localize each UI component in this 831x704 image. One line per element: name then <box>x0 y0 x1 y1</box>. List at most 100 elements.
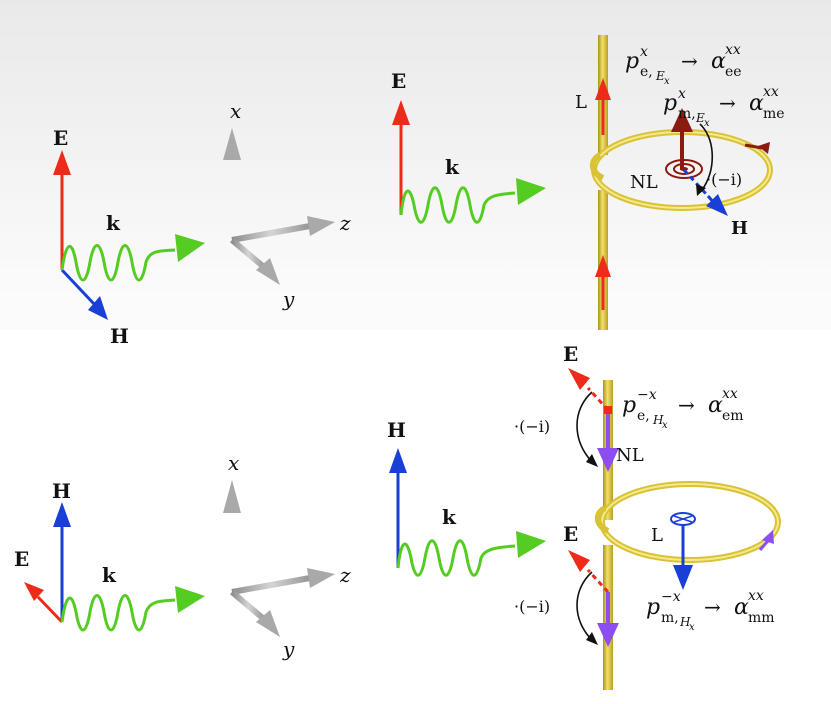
incident-k-label: k <box>442 505 457 529</box>
lower-e-head <box>568 550 590 572</box>
alpha: α <box>708 393 723 418</box>
loop-current-cross-b <box>673 515 693 523</box>
e-label: E <box>14 547 29 571</box>
ring-current-stem <box>744 143 763 150</box>
lower-e-dashed <box>586 568 610 594</box>
alpha: α <box>734 595 749 620</box>
h-label: H <box>52 479 71 503</box>
incident-k-wave <box>399 186 516 224</box>
moment-subsubsub: x <box>662 420 668 431</box>
lower-moment-head <box>597 623 619 647</box>
h-field-head <box>706 194 728 216</box>
h-label: H <box>731 218 748 239</box>
moment-subsub: E <box>655 69 665 83</box>
h-field-dashed <box>682 168 710 198</box>
incident-k-label: k <box>445 155 460 179</box>
ring-current-marker <box>762 530 774 544</box>
moment-sup: x <box>640 44 648 60</box>
z-axis-label: z <box>339 563 351 587</box>
y-axis <box>230 589 267 623</box>
alpha-sup: xx <box>725 42 741 58</box>
x-axis-head <box>223 480 241 513</box>
ring-current-stem <box>758 536 773 551</box>
e-field-arrowhead <box>24 582 44 601</box>
moment-p: p <box>622 393 636 418</box>
top-incident-field: E k <box>391 69 546 224</box>
upper-phase-arc <box>576 391 593 463</box>
y-axis-head <box>256 610 280 637</box>
moment-subsub: H <box>679 615 691 629</box>
bottom-left-triad: H E k <box>14 479 205 632</box>
z-axis <box>231 575 311 595</box>
x-axis-head <box>223 128 241 160</box>
moment-subsubsub: x <box>704 118 710 129</box>
incident-e-arrowhead <box>392 100 410 125</box>
bottom-incident-field: H k <box>387 418 546 577</box>
k-arrowhead <box>175 586 205 613</box>
upper-phase: ·(−i) <box>514 417 550 436</box>
alpha-sub: me <box>763 106 785 122</box>
incident-k-arrowhead <box>516 531 546 558</box>
z-axis-head <box>307 568 335 588</box>
alpha-sub: ee <box>725 64 742 80</box>
alpha-sup: xx <box>763 84 779 100</box>
k-arrowhead <box>175 234 205 262</box>
moment-arrow: → <box>719 91 736 115</box>
top-particle: L NL H ·(−i) p x e, E x → α xx ee p x <box>575 35 785 330</box>
h-field-arrow <box>60 268 97 307</box>
k-label: k <box>106 211 121 235</box>
top-left-triad: E H k <box>53 126 205 348</box>
z-axis <box>231 223 311 243</box>
moment-p: p <box>625 49 639 74</box>
y-axis-label: y <box>282 287 295 311</box>
z-axis-head <box>307 216 335 236</box>
loop-nl-label: NL <box>630 172 658 193</box>
lower-phase-arc <box>576 571 593 641</box>
moment-sub: m, <box>678 106 696 122</box>
wire-current-head-bottom <box>595 255 611 277</box>
top-magnetic-moment-equation: p x m, E x → α xx me <box>663 84 785 129</box>
k-wave <box>60 244 176 282</box>
alpha-sub: mm <box>748 610 775 626</box>
ring-highlight <box>601 483 779 561</box>
moment-swirl-outer <box>665 159 703 179</box>
moment-swirl-inner <box>673 163 695 175</box>
moment-sup: x <box>678 86 686 102</box>
moment-sub: e, <box>640 64 653 80</box>
ring-gap-bend <box>589 152 605 181</box>
incident-h-label: H <box>387 418 406 442</box>
moment-sub: m, <box>661 610 679 626</box>
moment-arrow: → <box>681 49 698 73</box>
upper-e-label: E <box>563 342 578 366</box>
moment-subsub: E <box>695 111 705 125</box>
moment-sup: −x <box>637 387 657 403</box>
top-electric-moment-equation: p x e, E x → α xx ee <box>625 42 742 87</box>
incident-e-label: E <box>391 69 406 93</box>
e-field-arrow <box>36 595 64 624</box>
y-axis-label: y <box>282 637 295 661</box>
bottom-particle: E ·(−i) NL E ·(−i) L p −x e, H x → <box>514 342 781 690</box>
bottom-magnetic-moment-equation: p −x m, H x → α xx mm <box>646 588 775 633</box>
incident-h-arrowhead <box>389 448 407 473</box>
e-label: E <box>53 126 68 150</box>
top-axes: x z y <box>223 99 351 311</box>
moment-p: p <box>663 91 677 116</box>
k-label: k <box>102 563 117 587</box>
alpha-sub: em <box>722 408 744 424</box>
x-axis-label: x <box>228 451 239 475</box>
upper-phase-head <box>586 454 598 467</box>
nl-label: NL <box>616 445 644 466</box>
upper-e-head <box>568 368 590 390</box>
h-field-arrowhead <box>53 502 71 527</box>
bottom-electric-moment-equation: p −x e, H x → α xx em <box>622 386 744 431</box>
e-field-arrowhead <box>53 150 71 175</box>
moment-subsubsub: x <box>664 76 670 87</box>
moment-arrow: → <box>704 595 721 619</box>
k-wave <box>60 594 176 632</box>
mm-moment-head <box>673 565 693 590</box>
phase-arc <box>699 123 713 191</box>
h-field-arrowhead <box>88 296 108 320</box>
alpha: α <box>749 91 764 116</box>
moment-subsubsub: x <box>689 622 695 633</box>
